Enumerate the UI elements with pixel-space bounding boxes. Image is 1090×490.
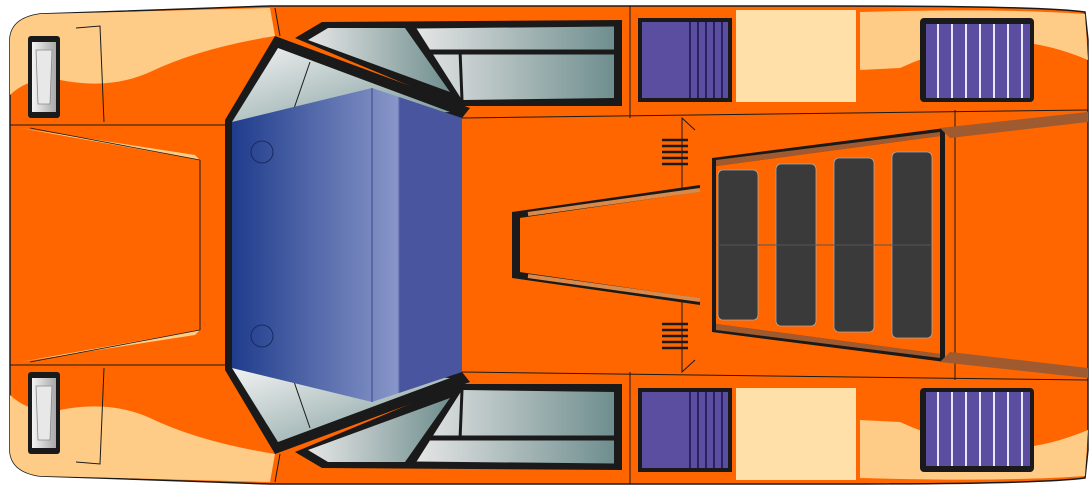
side-window-bottom-front <box>308 398 450 462</box>
roof-panel <box>232 88 462 402</box>
roof-bolt-icon <box>250 324 274 348</box>
hood-crease-top <box>20 128 200 160</box>
headlight-icon <box>28 36 60 118</box>
front-fender-bottom <box>10 395 275 482</box>
side-window-bottom-rear <box>415 390 614 466</box>
vent-grille-icon <box>638 388 732 472</box>
deck-grille-icon <box>662 138 688 166</box>
headlight-icon <box>28 372 60 454</box>
engine-louver-icon <box>712 128 945 362</box>
panel-lines <box>9 6 1089 484</box>
vent-grille-icon <box>920 388 1034 472</box>
rear-spoiler-rail-bottom <box>940 352 1088 378</box>
door-panel-bottom <box>736 388 856 480</box>
side-window-top-front <box>308 28 450 92</box>
vent-grille-icon <box>920 18 1034 102</box>
door-panel-top <box>736 10 856 102</box>
vent-grille-icon <box>638 18 732 102</box>
front-fender-top <box>10 8 275 95</box>
hood-crease-bottom <box>20 330 200 362</box>
deck-grille-icon <box>662 322 688 350</box>
roof-bolt-icon <box>250 140 274 164</box>
rear-spoiler-rail-top <box>940 112 1088 138</box>
side-window-top-rear <box>415 24 614 100</box>
